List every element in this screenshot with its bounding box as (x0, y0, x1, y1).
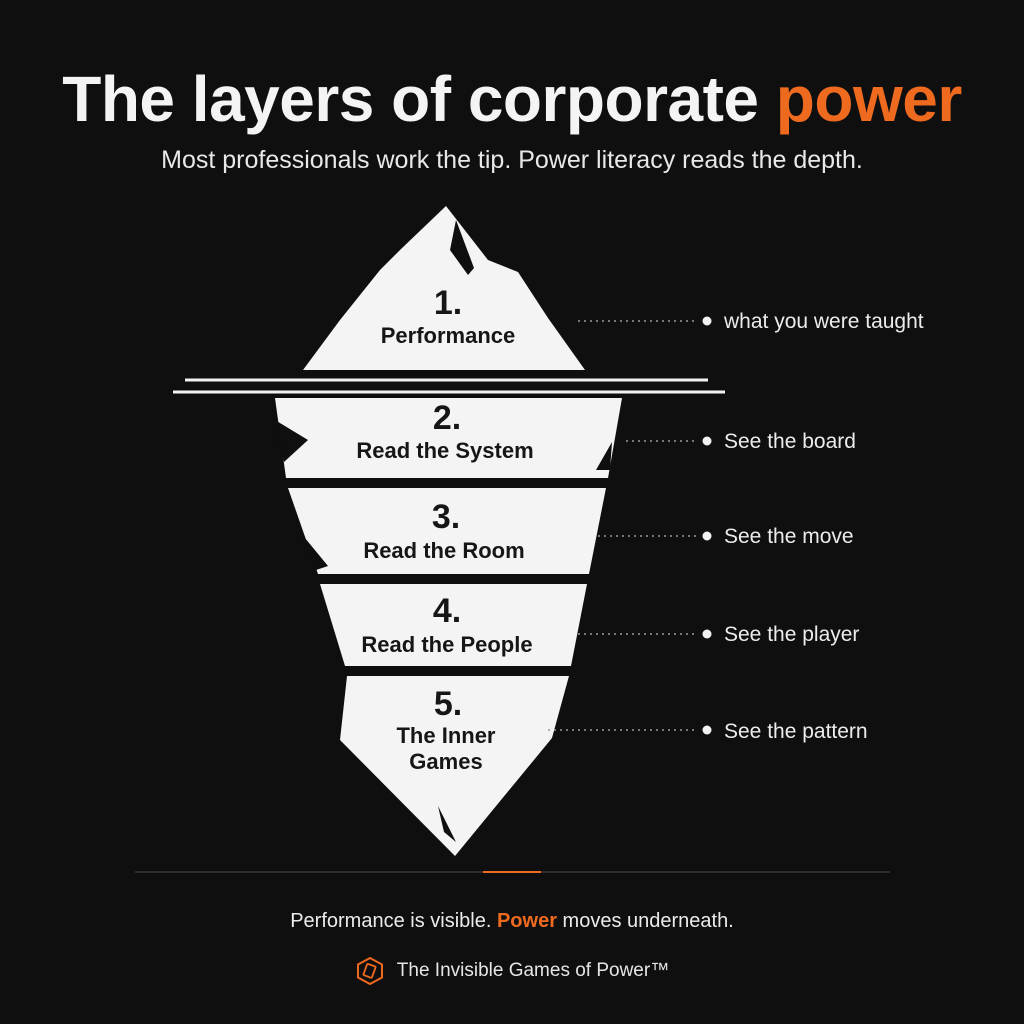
level-1-number: 1. (434, 284, 462, 322)
note-level-4: See the player (724, 623, 859, 646)
title-main: The layers of corporate (62, 63, 776, 135)
leader-dot-4 (702, 629, 712, 639)
leader-dot-3 (702, 531, 712, 541)
subtitle: Most professionals work the tip. Power l… (161, 146, 863, 174)
iceberg-tip (303, 206, 585, 370)
band-2 (275, 398, 622, 478)
band-5 (340, 676, 569, 856)
level-5-number: 5. (434, 685, 462, 723)
hexagon-card-icon (356, 956, 383, 986)
level-2-number: 2. (433, 399, 461, 437)
footer-text-after: moves underneath. (557, 910, 734, 932)
note-level-3: See the move (724, 525, 854, 548)
note-level-5: See the pattern (724, 720, 868, 743)
level-4-name: Read the People (361, 632, 532, 657)
brand-mark: The Invisible Games of Power™ (0, 956, 1024, 986)
tip-crevice (450, 220, 474, 275)
footer-text-accent: Power (496, 910, 557, 932)
notch-bottom-5 (438, 806, 456, 842)
band-4 (320, 584, 587, 666)
level-4-number: 4. (433, 592, 461, 630)
notch-right-2 (596, 442, 612, 470)
notch-left-2 (275, 420, 308, 462)
leader-dot-1 (702, 316, 712, 326)
band-3 (288, 488, 606, 574)
note-level-2: See the board (724, 430, 856, 453)
level-3-number: 3. (432, 498, 460, 536)
brand-name: The Invisible Games of Power™ (396, 960, 670, 981)
leader-dot-5 (702, 725, 712, 735)
level-3-name: Read the Room (363, 538, 524, 563)
title-accent: power (775, 63, 962, 135)
footer-text-before: Performance is visible. (290, 910, 497, 932)
level-1-name: Performance (381, 323, 516, 348)
level-2-name: Read the System (356, 438, 533, 463)
notch-left-3 (300, 532, 328, 570)
note-level-1: what you were taught (723, 310, 924, 333)
footer-tagline: Performance is visible. Power moves unde… (0, 910, 1024, 933)
level-5-name-line1: The Inner (396, 723, 495, 748)
level-5-name-line2: Games (409, 749, 482, 774)
leader-dot-2 (702, 436, 712, 446)
page-title: The layers of corporate power (0, 62, 1024, 136)
